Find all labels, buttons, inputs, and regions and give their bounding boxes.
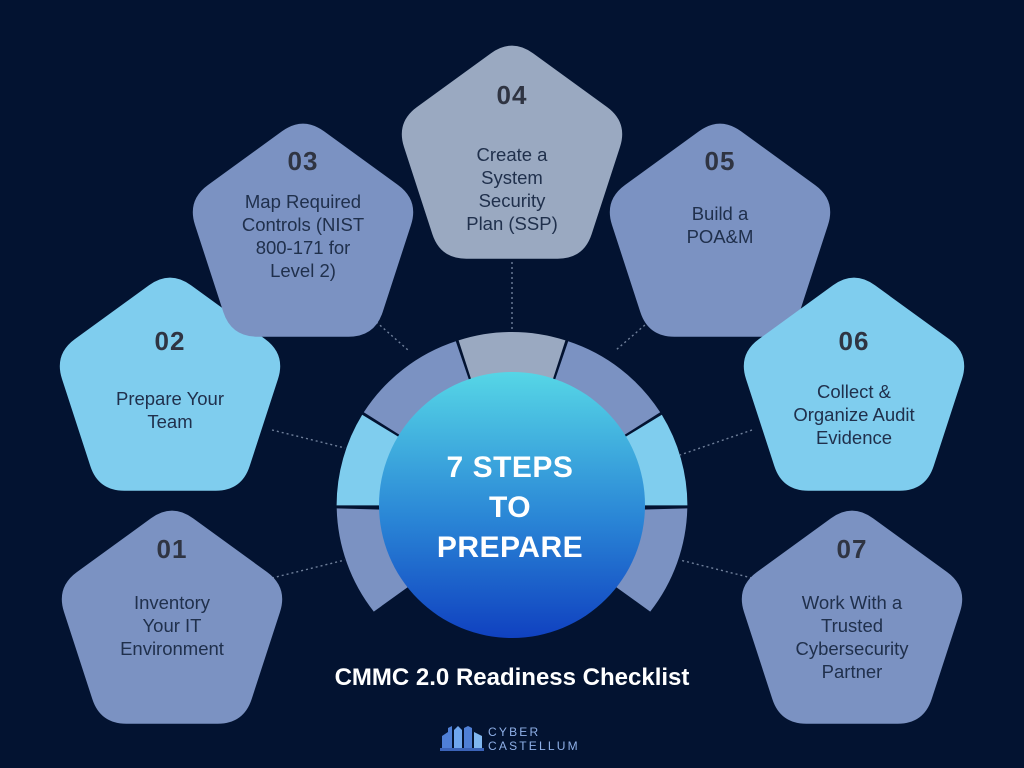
step-number: 06: [838, 326, 870, 356]
step-pentagon-01: [61, 510, 283, 724]
brand-logo: CYBER CASTELLUM: [440, 722, 600, 756]
step-pentagon-07: [741, 510, 963, 724]
castle-icon: [440, 726, 484, 751]
step-pentagon-02: [59, 277, 281, 491]
step-number: 05: [704, 146, 736, 176]
step-label: Collect & Organize Audit Evidence: [793, 381, 915, 448]
brand-name: CYBER CASTELLUM: [488, 725, 580, 753]
step-04: 04 Create a System Security Plan (SSP): [392, 38, 632, 268]
step-label: Create a System Security Plan (SSP): [466, 144, 558, 234]
ring-segment-01: [336, 508, 414, 612]
step-pentagon-03: [192, 123, 414, 337]
ring-segment-07: [610, 508, 688, 612]
step-01: 01 Inventory Your IT Environment: [52, 508, 292, 738]
ring-segment-05: [551, 341, 661, 440]
step-05: 05 Build a POA&M: [600, 118, 840, 348]
step-pentagon-05: [609, 123, 831, 337]
step-label: Inventory Your IT Environment: [120, 592, 224, 659]
step-label: Prepare Your Team: [115, 388, 224, 432]
step-label: Map Required Controls (NIST 800-171 for …: [241, 191, 365, 281]
step-number: 01: [156, 534, 188, 564]
step-number: 02: [154, 326, 186, 356]
step-pentagon-04: [401, 45, 623, 259]
step-pentagon-06: [743, 277, 965, 491]
center-title: 7 STEPS TO PREPARE: [436, 451, 584, 564]
step-number: 04: [496, 80, 528, 110]
step-number: 07: [836, 534, 868, 564]
step-label: Build a POA&M: [686, 203, 754, 247]
checklist-title: CMMC 2.0 Readiness Checklist: [334, 664, 690, 691]
center-circle: [379, 372, 645, 638]
step-02: 02 Prepare Your Team: [50, 272, 290, 502]
step-06: 06 Collect & Organize Audit Evidence: [734, 272, 974, 502]
connector-07: [679, 559, 753, 579]
step-07: 07 Work With a Trusted Cybersecurity Par…: [732, 508, 972, 738]
ring-segment-03: [363, 341, 473, 440]
step-03: 03 Map Required Controls (NIST 800-171 f…: [183, 118, 423, 348]
step-label: Work With a Trusted Cybersecurity Partne…: [795, 592, 909, 682]
step-number: 03: [287, 146, 319, 176]
